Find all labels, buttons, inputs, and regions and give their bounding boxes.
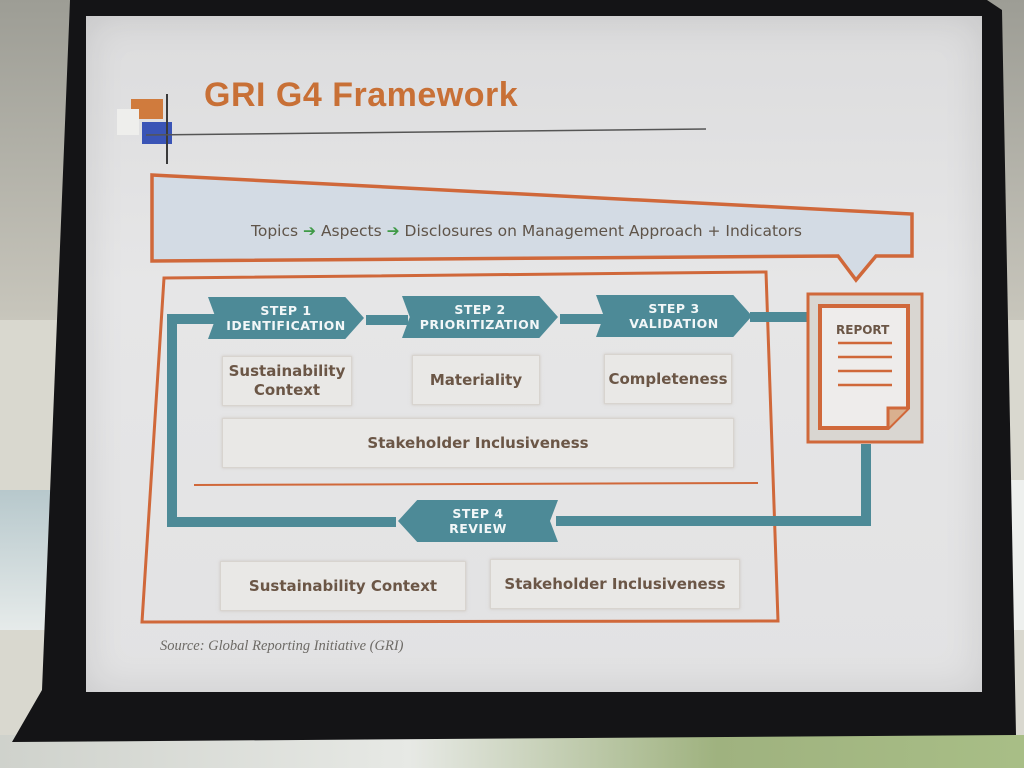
flow-arrow-2: ➔ <box>386 222 400 240</box>
step-4-name: REVIEW <box>449 521 507 536</box>
process-box-outline <box>140 270 780 624</box>
principle-completeness: Completeness <box>604 354 732 404</box>
report-page-fold <box>886 406 908 428</box>
connector-2-3 <box>560 314 604 324</box>
flow-arrow-1: ➔ <box>303 222 316 240</box>
principle-materiality: Materiality <box>412 355 540 405</box>
section-divider <box>193 482 759 486</box>
step-1-number: STEP 1 <box>260 303 312 318</box>
connector-review-step1 <box>167 314 396 527</box>
flow-disclosures: Disclosures on Management Approach + Ind… <box>404 222 802 240</box>
principle-sustainability-context: Sustainability Context <box>222 356 352 406</box>
logo-blue-square <box>142 122 172 144</box>
flow-aspects: Aspects <box>320 222 382 240</box>
slide-title: GRI G4 Framework <box>204 76 519 114</box>
connector-3-report <box>750 312 808 322</box>
step-1-name: IDENTIFICATION <box>226 318 346 333</box>
logo-white-square <box>117 109 139 135</box>
step-2-number: STEP 2 <box>454 302 506 317</box>
review-sustainability-context: Sustainability Context <box>220 561 466 611</box>
step-4-review: STEP 4 REVIEW <box>398 500 558 542</box>
principle-stakeholder-inclusiveness: Stakeholder Inclusiveness <box>222 418 734 468</box>
step-4-number: STEP 4 <box>452 506 504 521</box>
step-2-name: PRIORITIZATION <box>419 317 541 332</box>
flow-band <box>150 173 914 283</box>
flow-topics: Topics <box>251 222 299 240</box>
step-2-prioritization: STEP 2 PRIORITIZATION <box>402 296 558 338</box>
step-3-name: VALIDATION <box>629 316 719 331</box>
flow-text: Topics ➔ Aspects ➔ Disclosures on Manage… <box>251 222 802 240</box>
slide: GRI G4 Framework Topics ➔ Aspects ➔ Disc… <box>86 16 982 692</box>
connector-report-review <box>556 444 871 526</box>
report-label: REPORT <box>836 323 890 337</box>
slide-graphics <box>117 94 924 624</box>
source-citation: Source: Global Reporting Initiative (GRI… <box>160 638 404 654</box>
step-1-identification: STEP 1 IDENTIFICATION <box>208 297 364 339</box>
review-stakeholder-inclusiveness: Stakeholder Inclusiveness <box>490 559 740 609</box>
step-3-number: STEP 3 <box>648 301 700 316</box>
title-underline <box>145 128 707 136</box>
step-3-validation: STEP 3 VALIDATION <box>596 295 752 337</box>
connector-1-2 <box>366 315 408 325</box>
